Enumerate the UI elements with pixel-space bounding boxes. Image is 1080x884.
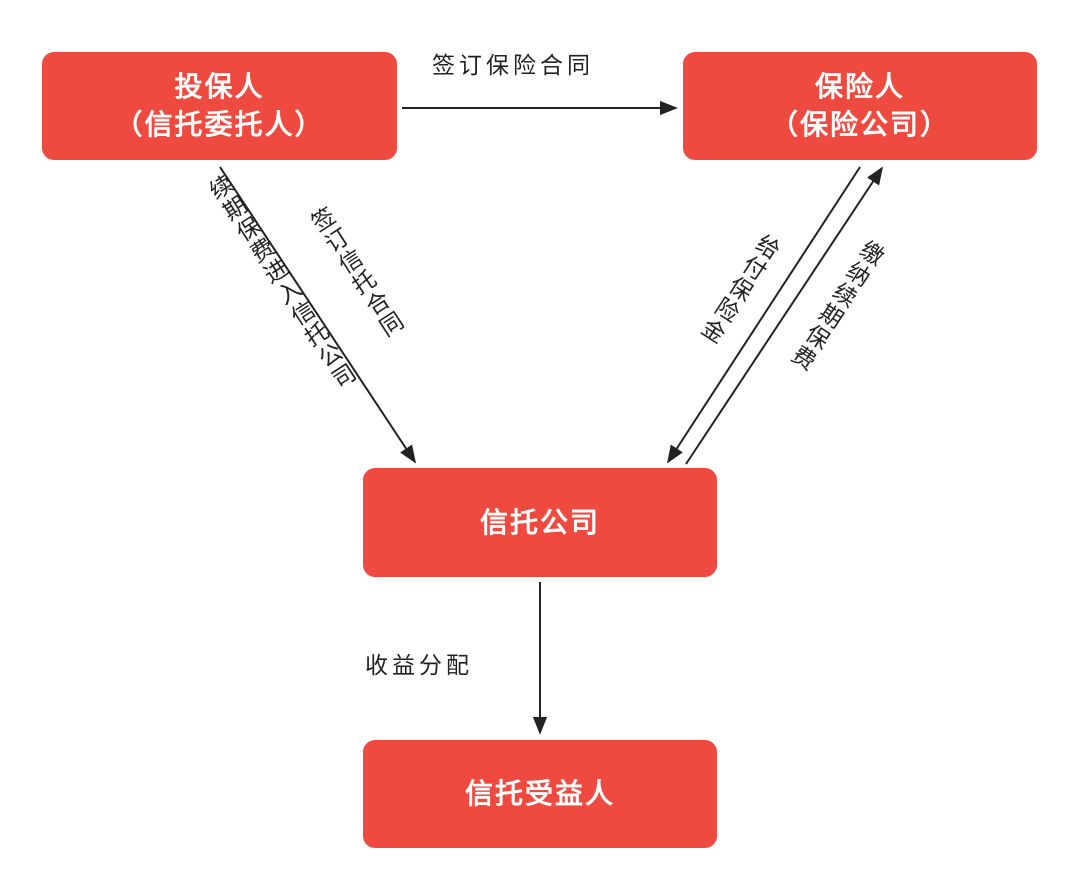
node-policyholder-title: 投保人 [174, 70, 265, 103]
node-insurer-subtitle: （保险公司） [769, 108, 950, 141]
node-trust-company-title: 信托公司 [479, 505, 600, 539]
node-policyholder: 投保人 （信托委托人） [42, 52, 397, 160]
label-income-distribution: 收益分配 [365, 653, 473, 679]
arrow-insurer-to-trust [667, 166, 861, 464]
arrow-policyholder-to-trust [219, 166, 416, 464]
node-policyholder-subtitle: （信托委托人） [114, 108, 325, 141]
node-beneficiary-title: 信托受益人 [464, 777, 615, 810]
node-beneficiary: 信托受益人 [363, 740, 717, 848]
node-trust-company: 信托公司 [363, 468, 717, 577]
node-insurer: 保险人 （保险公司） [683, 52, 1037, 160]
arrow-trust-to-insurer [685, 166, 883, 465]
node-insurer-title: 保险人 [814, 70, 905, 103]
label-sign-insurance-contract: 签订保险合同 [432, 53, 594, 79]
